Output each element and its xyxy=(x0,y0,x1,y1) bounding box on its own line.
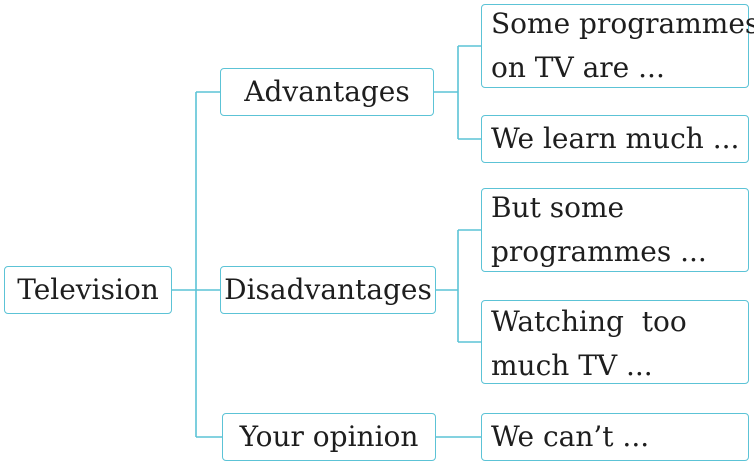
leaf-disadvantages-2-line1: Watching too xyxy=(491,305,687,338)
leaf-disadvantages-2: Watching too much TV ... xyxy=(481,300,749,384)
leaf-advantages-1-line1: Some programmes xyxy=(491,7,754,40)
leaf-your-opinion-1: We can’t ... xyxy=(481,413,749,461)
node-your-opinion: Your opinion xyxy=(222,413,436,461)
leaf-advantages-2: We learn much ... xyxy=(481,115,749,163)
node-disadvantages-label: Disadvantages xyxy=(224,273,432,306)
leaf-disadvantages-2-line2: much TV ... xyxy=(491,349,653,382)
leaf-disadvantages-1: But some programmes ... xyxy=(481,188,749,272)
node-advantages-label: Advantages xyxy=(244,75,410,108)
leaf-disadvantages-1-line2: programmes ... xyxy=(491,235,707,268)
leaf-your-opinion-1-line1: We can’t ... xyxy=(491,420,650,453)
node-root-label: Television xyxy=(17,273,159,306)
node-root-television: Television xyxy=(4,266,172,314)
leaf-advantages-1-line2: on TV are ... xyxy=(491,51,665,84)
node-advantages: Advantages xyxy=(220,68,434,116)
leaf-advantages-2-line1: We learn much ... xyxy=(491,122,740,155)
node-disadvantages: Disadvantages xyxy=(220,266,436,314)
leaf-disadvantages-1-line1: But some xyxy=(491,191,625,224)
leaf-advantages-1: Some programmes on TV are ... xyxy=(481,4,754,88)
node-your-opinion-label: Your opinion xyxy=(239,420,419,453)
